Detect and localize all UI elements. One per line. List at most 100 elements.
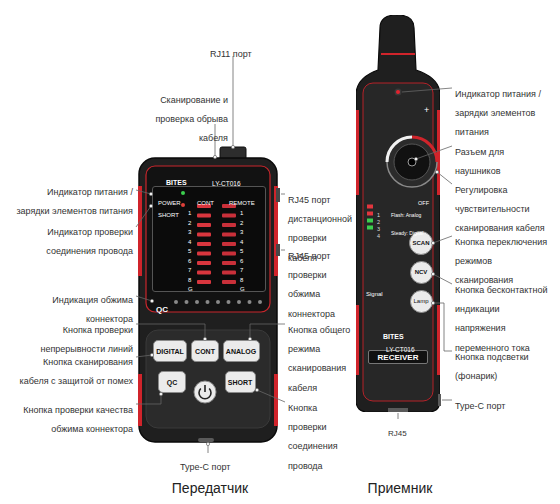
- device-text: POWER: [158, 200, 181, 206]
- label-slot: Type-C порт: [180, 455, 230, 474]
- red-trim: [437, 110, 440, 195]
- indicator-screen: POWER CONT REMOTE SHORT: [152, 186, 266, 292]
- callout-label: Type-C порт: [180, 462, 230, 472]
- qc-led: [248, 300, 252, 304]
- analog-button: ANALOG: [223, 340, 260, 362]
- type-c-port: [198, 438, 214, 442]
- leader-dot: [149, 204, 152, 207]
- power-led: [181, 191, 185, 195]
- red-trim: [381, 53, 415, 55]
- leader-dot: [203, 337, 206, 340]
- screen-bezel: [146, 166, 270, 312]
- device-text: CONT: [197, 200, 214, 206]
- qc-led: [185, 300, 189, 304]
- device-text: REMOTE: [229, 200, 255, 206]
- red-trim: [356, 110, 359, 195]
- button-label: Lamp: [413, 298, 428, 304]
- led-bar: [222, 242, 236, 246]
- device-text: SHORT: [158, 212, 179, 218]
- led-bar: [197, 280, 211, 284]
- led-ring: [395, 89, 402, 96]
- led-bar: [222, 280, 236, 284]
- leader-line: [416, 146, 452, 159]
- callout-label: Type-C порт: [455, 401, 505, 411]
- level-number: 3: [377, 226, 380, 232]
- red-trim: [356, 305, 359, 375]
- callout-label: Кнопка общего режима сканирования кабеля: [288, 325, 350, 393]
- callout-label: Кнопка проверки качества обжима коннекто…: [23, 405, 133, 434]
- pin-number: 3: [188, 229, 191, 235]
- label-slot: 1: [377, 204, 380, 220]
- label-slot: Регулировка чувствительности сканировани…: [455, 178, 551, 236]
- lamp-button: Lamp: [410, 290, 433, 313]
- button-label: QC: [167, 379, 178, 386]
- led-bar: [222, 214, 236, 218]
- callout-label: Кнопка проверки соединения провода: [288, 403, 338, 471]
- leader-lines: [136, 56, 452, 453]
- callout-label: Индикатор питания / зарядки элементов пи…: [455, 89, 541, 137]
- signal-led: [367, 205, 373, 209]
- front-panel: [363, 83, 433, 401]
- qc-led: [237, 300, 241, 304]
- callout-label: Кнопка бесконтактной индикации напряжени…: [455, 285, 548, 353]
- callout-label: Индикация обжима коннектора: [52, 295, 133, 324]
- leader-dot: [231, 145, 234, 148]
- label-slot: Кнопка проверки соединения провода: [288, 396, 354, 473]
- callout-label: Регулировка чувствительности сканировани…: [455, 185, 545, 233]
- label-slot: Сканирование и проверка обрыва кабеля: [138, 88, 228, 146]
- pin-number: 5: [240, 248, 243, 254]
- device-text: BITES: [166, 179, 187, 186]
- led-bar: [222, 233, 236, 237]
- rj45-port: [388, 408, 408, 412]
- label-slot: Индикатор питания / зарядки элементов пи…: [14, 180, 133, 218]
- leader-dot: [435, 170, 438, 173]
- qc-led: [206, 300, 210, 304]
- red-trim: [437, 305, 440, 375]
- pin-number: 4: [188, 239, 191, 245]
- led-bar: [197, 252, 211, 256]
- label-slot: +: [424, 100, 429, 116]
- button-label: CONT: [195, 348, 215, 355]
- level-number: 2: [377, 219, 380, 225]
- leader-dot: [431, 241, 434, 244]
- pin-number: 5: [188, 248, 191, 254]
- signal-led: [367, 226, 373, 230]
- pin-number: 1: [188, 210, 191, 216]
- leader-dot: [255, 388, 258, 391]
- short-button: SHORT: [225, 371, 256, 393]
- button-label: SCAN: [412, 240, 429, 246]
- button-label: DIGITAL: [156, 348, 183, 355]
- led-bar: [222, 252, 236, 256]
- led-bar: [197, 271, 211, 275]
- led-bar: [222, 271, 236, 275]
- pin-number: 7: [188, 267, 191, 273]
- device-caption: Приемник: [368, 480, 433, 496]
- power-button-cap: [194, 381, 216, 403]
- label-slot: Индикация обжима коннектора: [14, 288, 133, 326]
- digital-button: DIGITAL: [153, 340, 187, 362]
- pin-number: 4: [240, 239, 243, 245]
- label-slot: RJ11 порт: [210, 42, 252, 61]
- button-label: RECEIVER: [378, 353, 419, 362]
- label-slot: 1: [188, 202, 191, 218]
- pin-number: 7: [240, 267, 243, 273]
- qc-led: [258, 300, 262, 304]
- callout-label: Кнопка подсветки (фонарик): [455, 352, 529, 381]
- leader-dot: [159, 392, 162, 395]
- leader-line: [398, 413, 399, 419]
- rj45-port: [276, 188, 280, 202]
- text-slot: BITES: [383, 325, 404, 343]
- led-bar: [197, 261, 211, 265]
- label-slot: RJ45: [388, 421, 407, 440]
- device-text: LY-CT016: [386, 346, 415, 353]
- type-c-port: [438, 394, 441, 406]
- text-slot: OFF: [418, 191, 429, 209]
- label-slot: Кнопка сканирования кабеля с защитой от …: [14, 350, 133, 388]
- label-slot: Кнопка проверки качества обжима коннекто…: [14, 398, 133, 436]
- label-slot: Индикатор проверки соединения провода: [14, 220, 133, 258]
- pin-number: 1: [240, 210, 243, 216]
- signal-led: [367, 212, 373, 216]
- housing-body: [356, 15, 440, 412]
- label-slot: Кнопка переключения режимов сканирования: [455, 230, 551, 288]
- callout-label: Кнопка проверки непрерывности линий: [40, 325, 133, 354]
